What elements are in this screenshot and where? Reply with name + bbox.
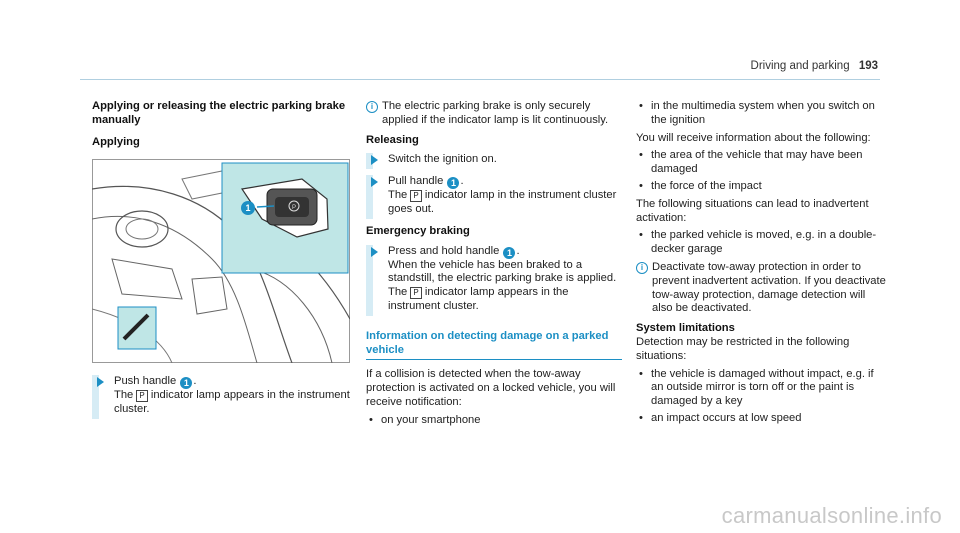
- info-paragraph: You will receive information about the f…: [636, 131, 871, 144]
- list-item: the vehicle is damaged without impact, e…: [636, 368, 886, 409]
- step-switch-ignition: Switch the ignition on.: [366, 153, 622, 169]
- parking-brake-symbol: P: [292, 205, 296, 211]
- step-press-hold-handle: Press and hold handle 1. When the vehicl…: [366, 244, 622, 316]
- callout-badge: [241, 201, 255, 216]
- main-heading: Applying or releasing the electric parki…: [92, 100, 346, 126]
- list-item: an impact occurs at low speed: [636, 412, 886, 426]
- step-arrow-icon: [371, 155, 378, 166]
- list-item: on your smartphone: [366, 414, 622, 428]
- info-icon: i: [636, 261, 648, 274]
- handle-number-badge: 1: [503, 246, 516, 259]
- info-list: the area of the vehicle that may have be…: [636, 149, 886, 193]
- parking-brake-icon: P: [410, 287, 422, 300]
- damage-detection-heading: Information on detecting damage on a par…: [366, 330, 622, 361]
- note-deactivate: i Deactivate tow-away protection in orde…: [636, 261, 886, 316]
- list-item: in the multimedia system when you switch…: [636, 100, 886, 128]
- step-push-handle: Push handle 1. The P indicator lamp appe…: [92, 375, 362, 419]
- header-divider: [80, 79, 880, 80]
- list-item: the area of the vehicle that may have be…: [636, 149, 886, 177]
- limitations-paragraph: Detection may be restricted in the follo…: [636, 335, 850, 362]
- handle-number-badge: 1: [180, 377, 193, 390]
- section-title: Driving and parking: [750, 60, 850, 72]
- step-arrow-icon: [97, 377, 104, 388]
- list-item: the force of the impact: [636, 180, 886, 194]
- step-arrow-icon: [371, 177, 378, 188]
- applying-heading: Applying: [92, 135, 140, 148]
- step-arrow-icon: [371, 246, 378, 257]
- limitations-list: the vehicle is damaged without impact, e…: [636, 368, 886, 426]
- list-item: the parked vehicle is moved, e.g. in a d…: [636, 229, 886, 257]
- releasing-heading: Releasing: [366, 133, 419, 146]
- page-header: Driving and parking 193: [751, 60, 878, 72]
- column-right: in the multimedia system when you switch…: [636, 100, 886, 430]
- watermark: carmanualsonline.info: [721, 503, 942, 528]
- situations-list: the parked vehicle is moved, e.g. in a d…: [636, 229, 886, 257]
- emergency-heading: Emergency braking: [366, 224, 470, 237]
- notification-list: on your smartphone: [366, 414, 622, 428]
- info-icon: i: [366, 101, 378, 113]
- note-secure-application: i The electric parking brake is only sec…: [366, 100, 622, 128]
- situations-paragraph: The following situations can lead to ina…: [636, 197, 869, 224]
- callout-number: 1: [245, 203, 250, 213]
- notification-list-continued: in the multimedia system when you switch…: [636, 100, 886, 128]
- step-pull-handle: Pull handle 1. The P indicator lamp in t…: [366, 175, 622, 219]
- column-middle: i The electric parking brake is only sec…: [366, 100, 622, 432]
- parking-brake-icon: P: [410, 190, 422, 203]
- column-left: Applying or releasing the electric parki…: [92, 100, 362, 425]
- parking-brake-icon: P: [136, 390, 148, 403]
- handle-number-badge: 1: [447, 177, 460, 190]
- parking-brake-illustration: P 1: [92, 159, 350, 364]
- damage-detection-paragraph: If a collision is detected when the tow-…: [366, 368, 616, 408]
- limitations-heading: System limitations: [636, 322, 735, 335]
- page-number: 193: [858, 60, 878, 72]
- dashboard-drawing: P 1: [92, 159, 350, 364]
